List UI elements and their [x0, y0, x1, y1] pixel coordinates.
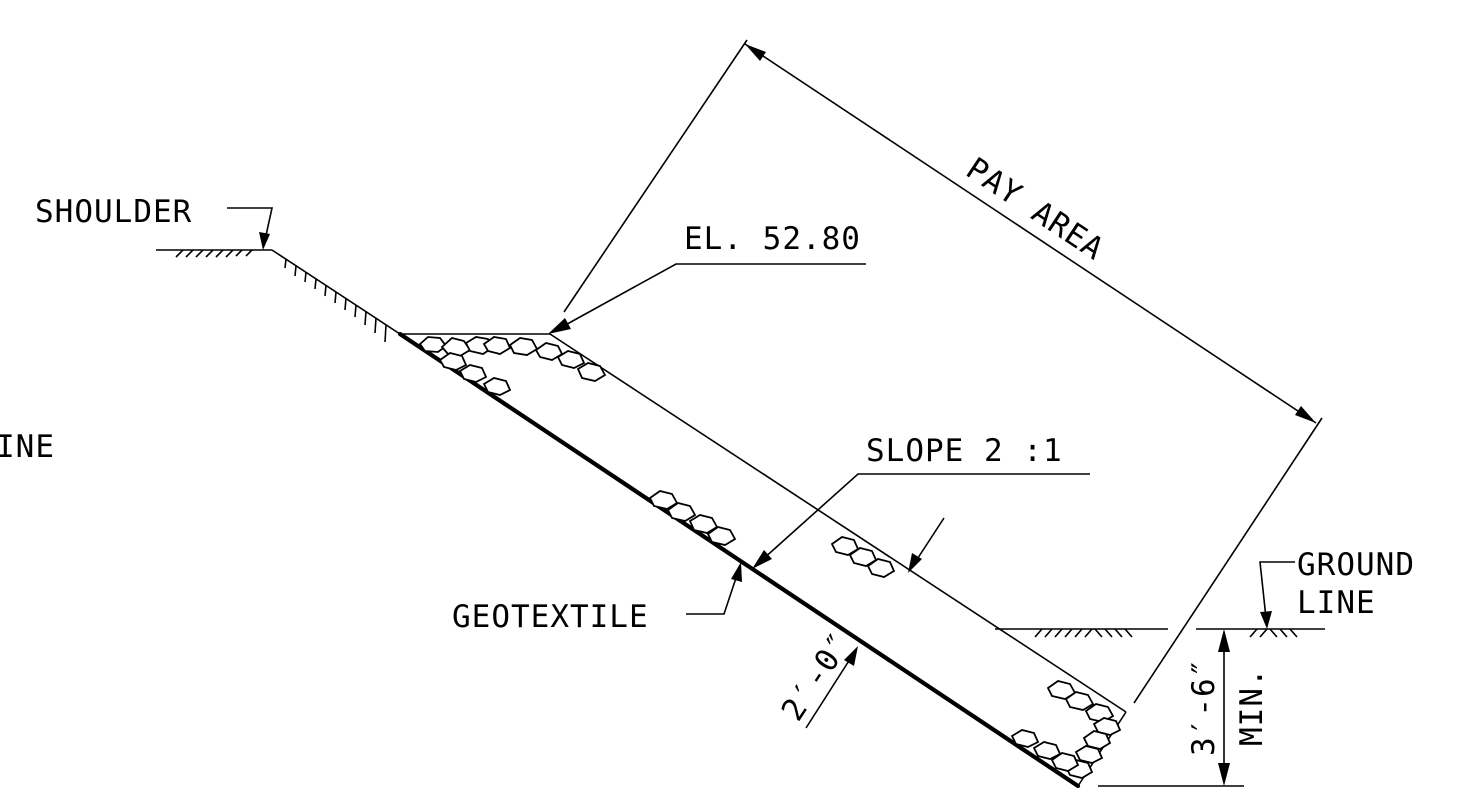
ground-line-label: LINE — [1297, 585, 1376, 621]
elevation-leader-arrowhead — [548, 318, 571, 334]
geotextile-label: GEOTEXTILE — [452, 599, 649, 635]
ground-label: GROUND — [1297, 547, 1415, 583]
elevation-label: EL. 52.80 — [684, 221, 861, 257]
depth-min-label: MIN. — [1234, 667, 1270, 746]
geotextile-leader — [686, 571, 739, 615]
pay-area-label: PAY AREA — [960, 151, 1111, 268]
pay-area-dimension-line — [744, 43, 1317, 424]
shoulder-label: SHOULDER — [35, 194, 192, 230]
pay-area-extension-upper — [563, 39, 748, 313]
geotextile-leader-arrowhead — [731, 562, 742, 582]
thickness-arrowhead-lower — [844, 646, 858, 666]
depth-arrowhead-bottom — [1218, 763, 1230, 786]
pay-area-arrowhead-upper — [745, 44, 766, 61]
pay-area-extension-lower — [1133, 417, 1323, 704]
upper-slope-hatch — [284, 258, 387, 343]
slope-leader — [761, 473, 1090, 561]
shoulder-leader — [227, 207, 273, 241]
thickness-dimension-lower — [805, 655, 853, 729]
ground-line-leader-arrowhead — [1260, 611, 1272, 629]
shoulder-leader-arrowhead — [259, 232, 270, 250]
thickness-arrowhead-upper — [908, 553, 922, 573]
depth-arrowhead-top — [1218, 629, 1230, 652]
slope-leader-arrowhead — [752, 550, 772, 569]
ground-line-right-hatch — [1249, 628, 1298, 638]
thickness-dimension-upper — [913, 517, 945, 565]
ground-line-leader — [1259, 561, 1295, 619]
pay-area-arrowhead-lower — [1295, 406, 1316, 423]
depth-label: 3′-6″ — [1186, 658, 1222, 756]
shoulder-ground-hatch — [175, 249, 253, 258]
cut-off-line-label: INE — [0, 429, 55, 465]
slope-label: SLOPE 2 :1 — [866, 433, 1063, 469]
elevation-leader — [559, 263, 866, 329]
riprap-face-line — [549, 333, 1127, 713]
riprap-rocks — [418, 336, 1122, 779]
toe-ground-hatch — [1034, 628, 1133, 638]
geotextile-line — [397, 331, 1081, 789]
